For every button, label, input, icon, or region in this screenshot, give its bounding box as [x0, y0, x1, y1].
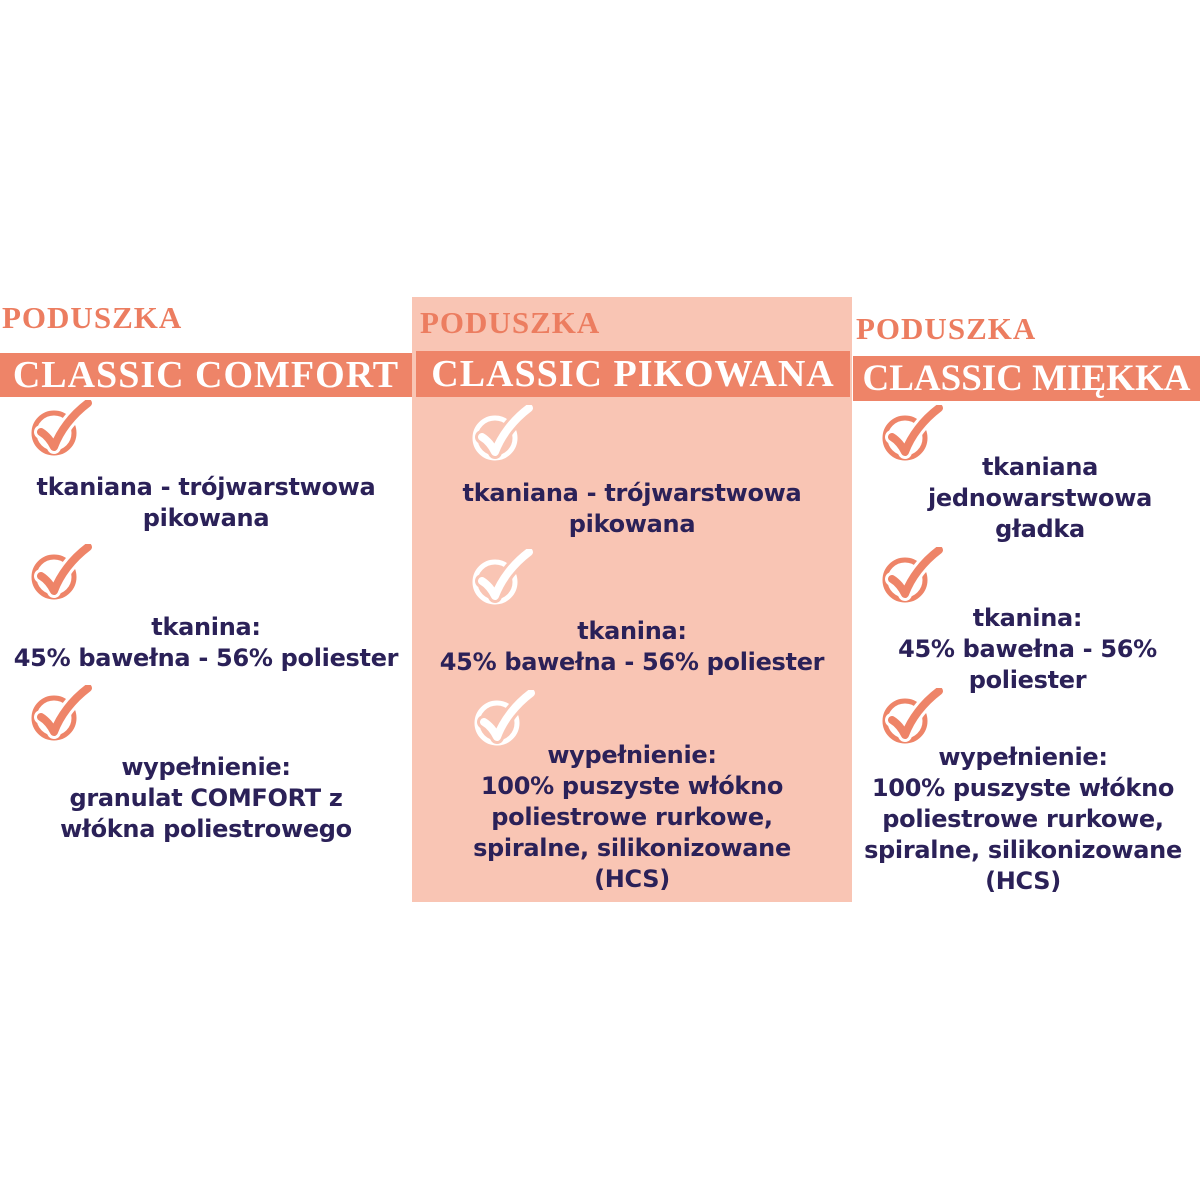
- column2-kicker: PODUSZKA: [420, 305, 601, 340]
- check-circle-icon: [882, 688, 944, 744]
- check-circle-icon: [474, 690, 536, 746]
- feature-text: tkaniana jednowarstwowa gładka: [927, 453, 1153, 543]
- check-circle-icon: [882, 405, 944, 461]
- column3-title-banner: CLASSIC MIĘKKA: [853, 356, 1200, 401]
- feature-text: tkanina: 45% bawełna - 56% poliester: [898, 604, 1157, 694]
- feature-text: tkaniana - trójwarstwowa pikowana: [36, 473, 376, 532]
- column3-title: CLASSIC MIĘKKA: [862, 358, 1191, 399]
- feature-text: wypełnienie: 100% puszyste włókno polies…: [473, 741, 791, 893]
- check-circle-icon: [882, 547, 944, 603]
- feature-text: tkaniana - trójwarstwowa pikowana: [462, 479, 802, 538]
- check-circle-icon: [31, 544, 93, 600]
- feature-text: tkanina: 45% bawełna - 56% poliester: [439, 617, 825, 676]
- column1-kicker: PODUSZKA: [2, 300, 183, 335]
- column1-title-banner: CLASSIC COMFORT: [0, 353, 412, 397]
- check-circle-icon: [31, 685, 93, 741]
- column3-kicker: PODUSZKA: [856, 311, 1037, 346]
- check-circle-icon: [472, 405, 534, 461]
- column2-title-banner: CLASSIC PIKOWANA: [416, 351, 850, 397]
- feature-text: wypełnienie: granulat COMFORT z włókna p…: [60, 753, 352, 843]
- feature-text: wypełnienie: 100% puszyste włókno polies…: [864, 743, 1182, 895]
- check-circle-icon: [31, 400, 93, 456]
- column2-title: CLASSIC PIKOWANA: [431, 353, 835, 395]
- feature-text: tkanina: 45% bawełna - 56% poliester: [13, 613, 399, 672]
- column1-title: CLASSIC COMFORT: [12, 354, 400, 396]
- check-circle-icon: [472, 549, 534, 605]
